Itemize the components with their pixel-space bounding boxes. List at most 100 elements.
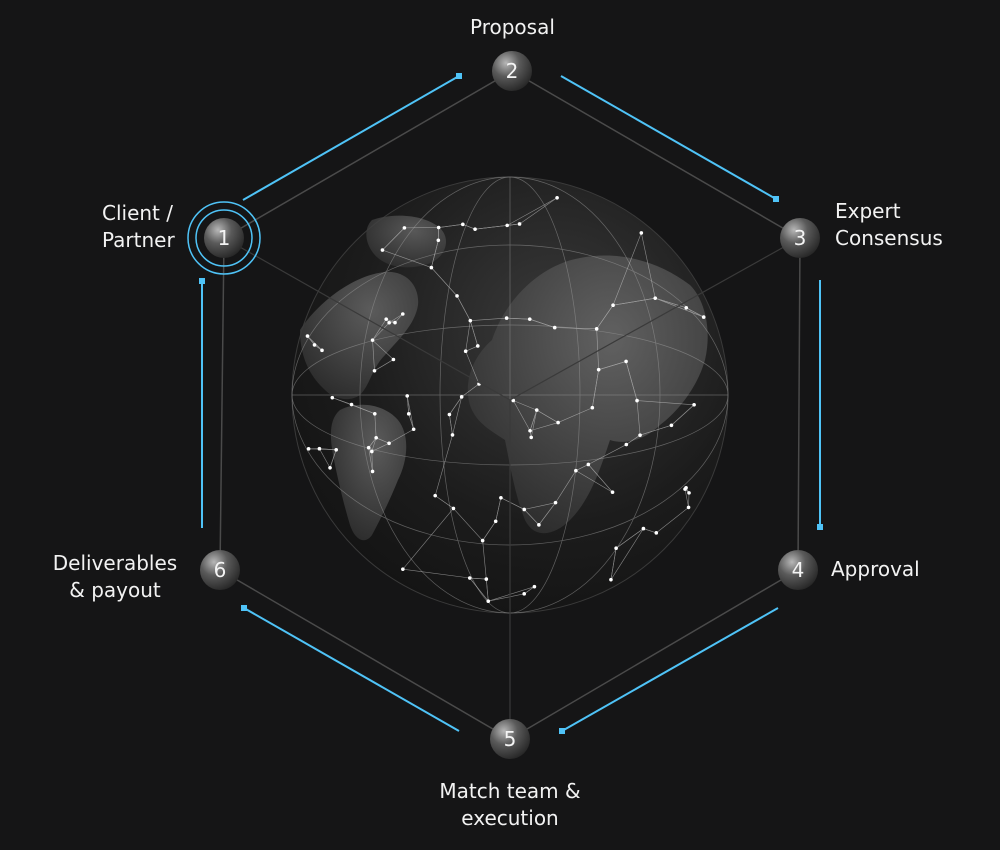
mesh-dot [684,305,689,310]
mesh-line [598,361,627,370]
mesh-dot [405,394,410,398]
step-5-label-line-2: execution [461,806,559,830]
mesh-line [431,267,458,297]
mesh-line [486,579,489,602]
step-node-circle [780,218,820,258]
mesh-line [626,434,641,445]
mesh-line [332,397,375,415]
mesh-dot [692,402,696,407]
mesh-dot [330,395,335,400]
mesh-dot [611,303,615,308]
mesh-line [406,395,410,414]
mesh-dot [349,402,354,407]
mesh-line [470,317,507,321]
mesh-line [488,586,535,602]
mesh-dot [467,576,472,580]
mesh-line [529,318,555,328]
mesh-dot [686,505,691,510]
step-4-label-line-1: Approval [831,557,920,581]
mesh-line [462,224,476,230]
step-1-label-line-1: Client / [102,201,173,225]
step-node-circle [492,51,532,91]
mesh-dot [532,584,537,589]
mesh-line [495,497,502,522]
mesh-dot [370,469,375,474]
mesh-dot [609,577,613,582]
mesh-dot [406,412,411,416]
mesh-dot [461,222,465,227]
mesh-dot [493,519,498,524]
hexagon-spokes [223,237,801,739]
mesh-line [434,434,453,496]
mesh-line [555,470,577,503]
mesh-dot [391,357,396,362]
mesh-dot [624,359,628,364]
mesh-line [461,383,480,398]
step-1-label: Client / Partner [102,200,175,254]
mesh-line [465,320,471,352]
mesh-dot [552,325,557,330]
mesh-dot [701,315,706,319]
step-node-4: 4 [778,550,818,590]
step-2-label: Proposal [470,14,555,41]
mesh-dot [372,411,377,416]
flow-arrow-2-3 [560,75,779,202]
step-3-label-line-2: Consensus [835,226,943,250]
mesh-line [382,227,405,251]
mesh-line [475,225,508,230]
continent-shape [330,404,407,541]
mesh-line [636,400,641,436]
mesh-line [371,443,390,452]
mesh-line [368,447,373,472]
mesh-line [368,437,377,448]
step-number: 2 [506,59,519,83]
step-number: 5 [504,727,517,751]
mesh-line [615,528,644,549]
step-number: 4 [792,558,805,582]
mesh-line [449,414,453,435]
network-mesh [307,197,704,602]
step-4-label: Approval [831,556,920,583]
mesh-line [465,345,478,352]
mesh-dot [596,367,601,372]
step-3-label-line-1: Expert [835,199,901,223]
mesh-line [371,451,373,472]
mesh-line [596,328,599,370]
mesh-dot [586,462,591,467]
mesh-dot [590,405,595,410]
mesh-line [610,548,617,580]
step-node-3: 3 [780,218,820,258]
mesh-dot [402,226,407,230]
mesh-dot [486,599,491,603]
mesh-dot [400,312,405,316]
mesh-line [536,409,559,423]
mesh-line [431,240,439,268]
continent-shape [366,215,447,268]
mesh-line [513,400,537,411]
flow-arrow-1-2 [242,73,462,201]
mesh-line [435,495,454,509]
step-node-circle [490,719,530,759]
mesh-dot [429,265,434,270]
globe-icon [291,176,729,614]
mesh-line [372,318,387,341]
mesh-dot [468,318,473,323]
mesh-dot [624,442,629,447]
flow-arrow-5-6 [241,605,460,732]
mesh-line [588,444,627,465]
mesh-dot [387,320,391,325]
mesh-dot [328,465,332,470]
flow-arrows [199,73,823,734]
mesh-dot [499,495,503,500]
mesh-dot [447,412,452,417]
mesh-line [453,508,483,541]
mesh-line [529,422,559,432]
mesh-line [671,404,695,426]
mesh-line [530,410,538,438]
mesh-line [512,400,531,431]
mesh-line [554,327,597,330]
mesh-line [625,361,638,401]
step-number: 3 [794,226,807,250]
mesh-line [394,313,404,323]
